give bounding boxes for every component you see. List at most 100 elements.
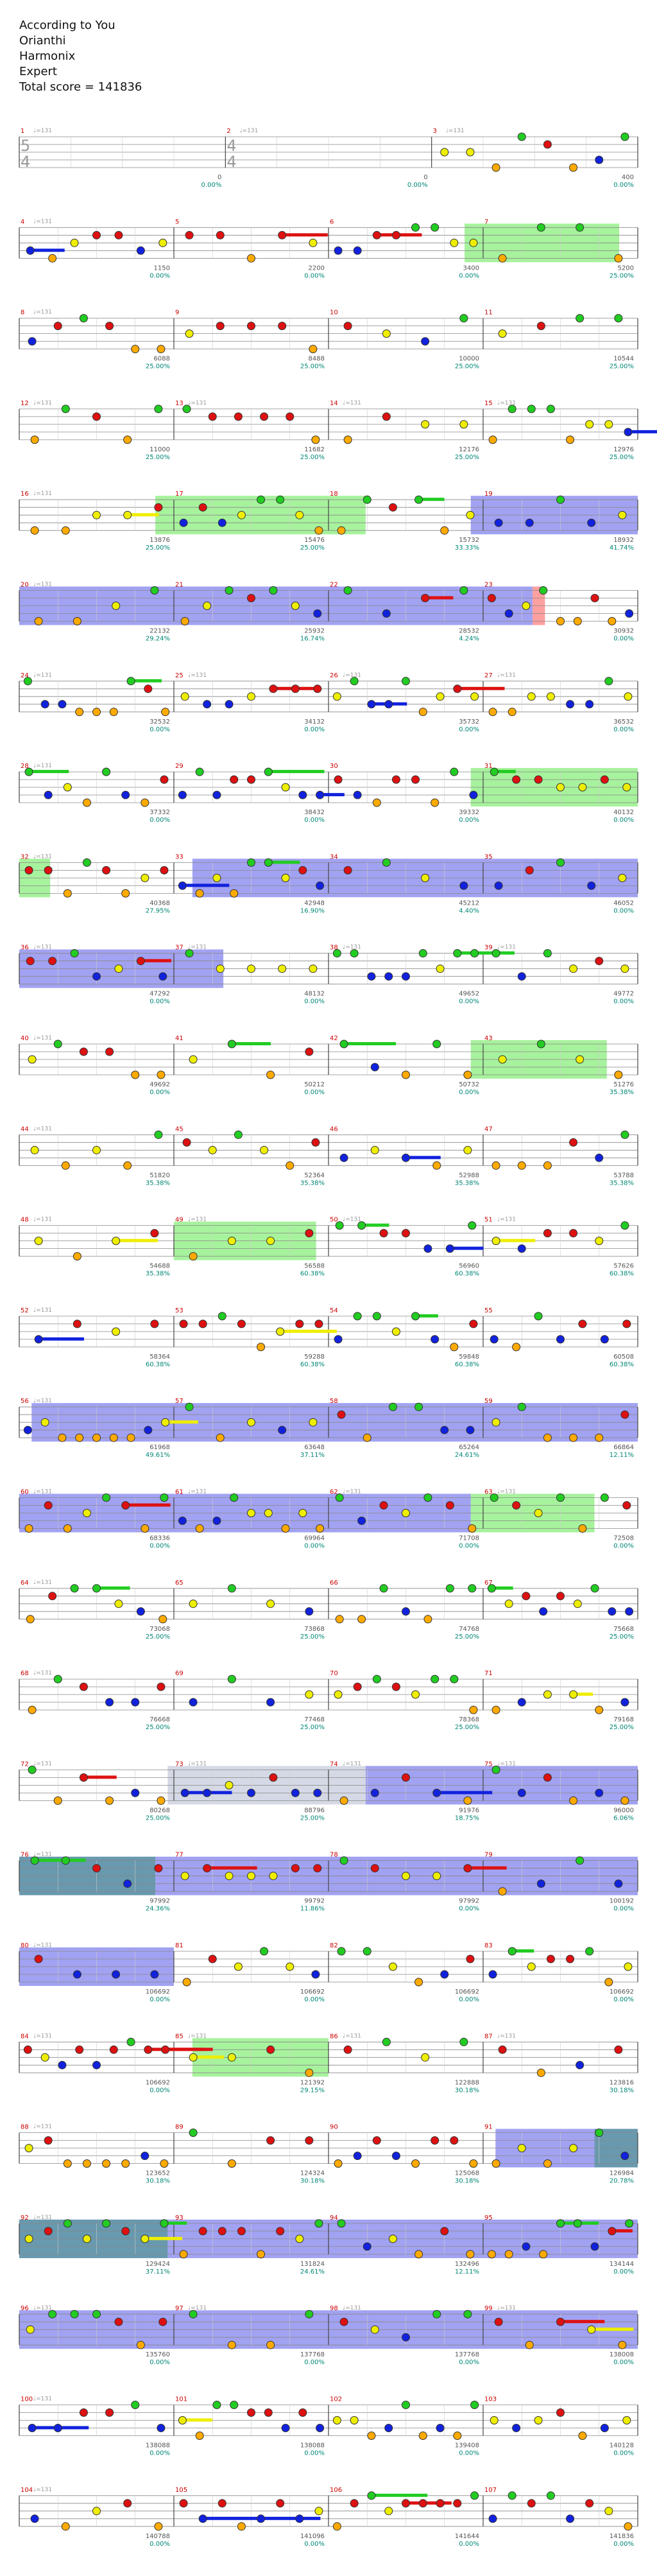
note <box>26 957 35 966</box>
measure-number: 84 <box>21 2033 29 2040</box>
measure-number: 72 <box>21 1761 29 1768</box>
note <box>92 1145 101 1154</box>
note <box>418 2499 427 2508</box>
note <box>75 2045 84 2054</box>
note-orange <box>109 708 118 717</box>
note <box>459 314 468 323</box>
note <box>402 1229 410 1238</box>
measure-score: 32532 <box>149 718 170 726</box>
measure-number: 57 <box>175 1398 183 1405</box>
note <box>556 1592 565 1601</box>
note <box>123 1879 132 1888</box>
measure-percent: 37.11% <box>300 1452 325 1459</box>
note <box>463 1864 472 1873</box>
tempo-label: ♩=131 <box>343 672 361 679</box>
note <box>53 322 62 331</box>
sustain-bar <box>415 1314 438 1318</box>
measure-score: 80268 <box>149 1807 170 1814</box>
note <box>370 2325 379 2334</box>
note <box>384 700 393 709</box>
note <box>625 2219 634 2228</box>
note <box>608 2227 617 2236</box>
note-orange <box>266 1070 275 1079</box>
measure-percent: 0.00% <box>459 2359 479 2366</box>
note <box>498 2045 507 2054</box>
note-orange <box>536 2068 545 2077</box>
measure-percent: 0.00% <box>149 272 170 279</box>
measure-score: 106692 <box>610 1989 634 1996</box>
note <box>161 1418 170 1427</box>
measure-number: 7 <box>484 218 488 225</box>
sustain-bar <box>260 2516 298 2520</box>
measure-percent: 25.00% <box>455 363 479 370</box>
measure-percent: 60.38% <box>455 1361 479 1368</box>
sustain-bar <box>418 498 445 501</box>
measure-score: 106692 <box>300 1989 325 1996</box>
song-title: According to You <box>19 19 115 32</box>
note <box>491 949 500 958</box>
note-orange <box>423 1615 432 1624</box>
note <box>264 858 273 867</box>
note <box>357 1517 366 1525</box>
note <box>504 609 513 618</box>
measure-percent: 18.75% <box>455 1815 479 1822</box>
note <box>121 790 130 799</box>
note <box>508 1947 516 1956</box>
measure-number: 58 <box>330 1398 338 1405</box>
measure-number: 2 <box>226 128 230 135</box>
note <box>136 957 145 966</box>
tempo-label: ♩=131 <box>33 2305 52 2311</box>
measure-score: 138008 <box>610 2351 634 2358</box>
note <box>402 2333 410 2342</box>
note <box>266 2136 275 2145</box>
note-orange <box>121 2159 130 2168</box>
note <box>440 1970 449 1979</box>
note <box>212 873 221 882</box>
note <box>466 510 475 519</box>
note <box>61 1856 70 1865</box>
note <box>281 783 290 792</box>
tempo-label: ♩=131 <box>33 218 52 225</box>
note <box>370 1788 379 1797</box>
measure-percent: 0.00% <box>459 1543 479 1550</box>
note <box>203 700 212 709</box>
note <box>556 495 565 504</box>
measure-percent: 0.00% <box>304 2541 325 2548</box>
measure-score: 140788 <box>146 2533 170 2540</box>
note <box>291 602 300 610</box>
sustain-bar <box>491 1586 513 1590</box>
measure-percent: 25.00% <box>610 1633 634 1640</box>
measure-percent: 0.00% <box>407 182 428 189</box>
note <box>92 231 101 239</box>
note <box>335 1493 344 1502</box>
measure-number: 34 <box>330 853 338 860</box>
note <box>604 420 613 429</box>
note <box>334 775 343 784</box>
note-orange <box>539 2250 548 2259</box>
note <box>198 2514 207 2523</box>
note-orange <box>305 2068 314 2077</box>
note <box>203 602 212 610</box>
note <box>216 231 225 239</box>
note <box>44 2136 53 2145</box>
measure-score: 97992 <box>459 1898 479 1905</box>
measure-score: 141836 <box>610 2533 634 2540</box>
note-orange <box>105 1796 114 1805</box>
note <box>23 2045 32 2054</box>
note <box>180 692 189 701</box>
measure-number: 70 <box>330 1670 338 1677</box>
note-orange <box>411 2159 420 2168</box>
note <box>536 223 545 232</box>
note <box>625 1607 634 1616</box>
measure-percent: 35.38% <box>610 1179 634 1187</box>
note <box>260 1145 269 1154</box>
note <box>34 1335 43 1344</box>
note <box>391 1682 400 1691</box>
measure-score: 49692 <box>149 1081 170 1088</box>
note <box>247 964 255 973</box>
measure-number: 77 <box>175 1852 183 1859</box>
note <box>350 2499 359 2508</box>
measure-percent: 0.00% <box>304 272 325 279</box>
measure-number: 19 <box>484 491 493 498</box>
measure-percent: 25.00% <box>146 363 170 370</box>
